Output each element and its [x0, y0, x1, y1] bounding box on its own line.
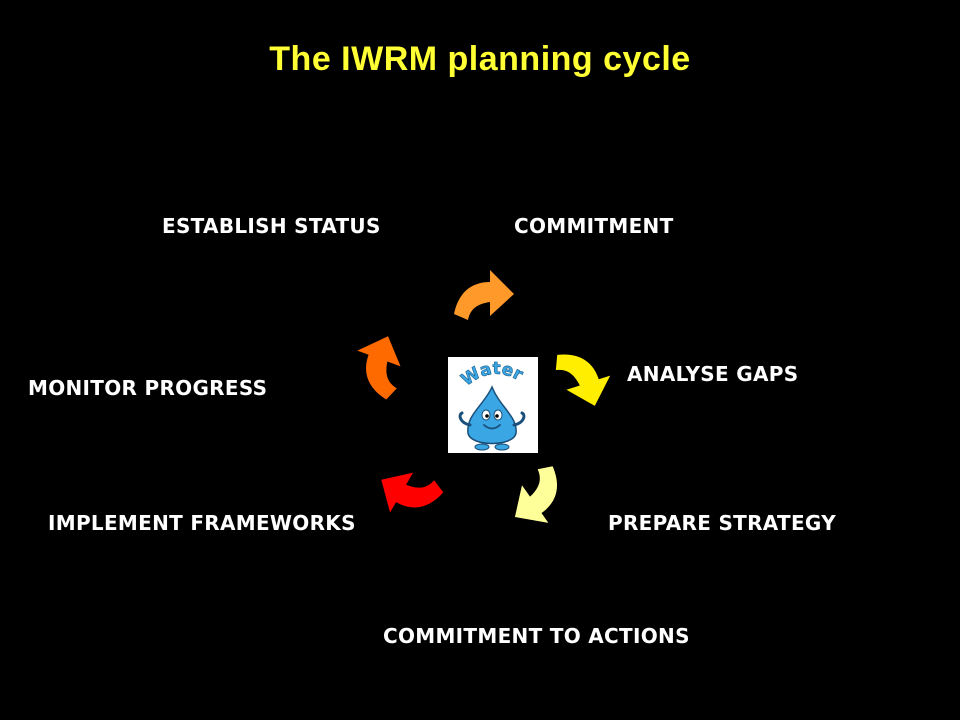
stage-establish-status: ESTABLISH STATUS: [162, 214, 381, 238]
water-drop-mascot-icon: Water: [457, 359, 527, 451]
arrow-bottom-left-shape: [369, 457, 447, 531]
arrow-right-icon: [551, 341, 618, 414]
arrow-top-icon: [454, 270, 514, 320]
arrow-bottom-right-shape: [500, 461, 578, 537]
stage-analyse-gaps: ANALYSE GAPS: [627, 362, 799, 386]
arrow-top-shape: [454, 270, 514, 320]
arrow-bottom-left-icon: [369, 457, 447, 531]
arrow-left-icon: [344, 328, 413, 402]
diagram-title: The IWRM planning cycle: [269, 40, 691, 78]
water-logo: Water: [448, 357, 538, 453]
arrow-right-shape: [551, 341, 618, 414]
stage-commitment-to-actions: COMMITMENT TO ACTIONS: [383, 624, 690, 648]
stage-prepare-strategy: PREPARE STRATEGY: [608, 511, 836, 535]
arrow-bottom-right-icon: [500, 461, 578, 537]
stage-implement-frameworks: IMPLEMENT FRAMEWORKS: [48, 511, 356, 535]
stage-commitment: COMMITMENT: [514, 214, 674, 238]
drop-body: [467, 385, 517, 445]
stage-monitor-progress: MONITOR PROGRESS: [28, 376, 268, 400]
arrow-left-shape: [344, 328, 413, 402]
